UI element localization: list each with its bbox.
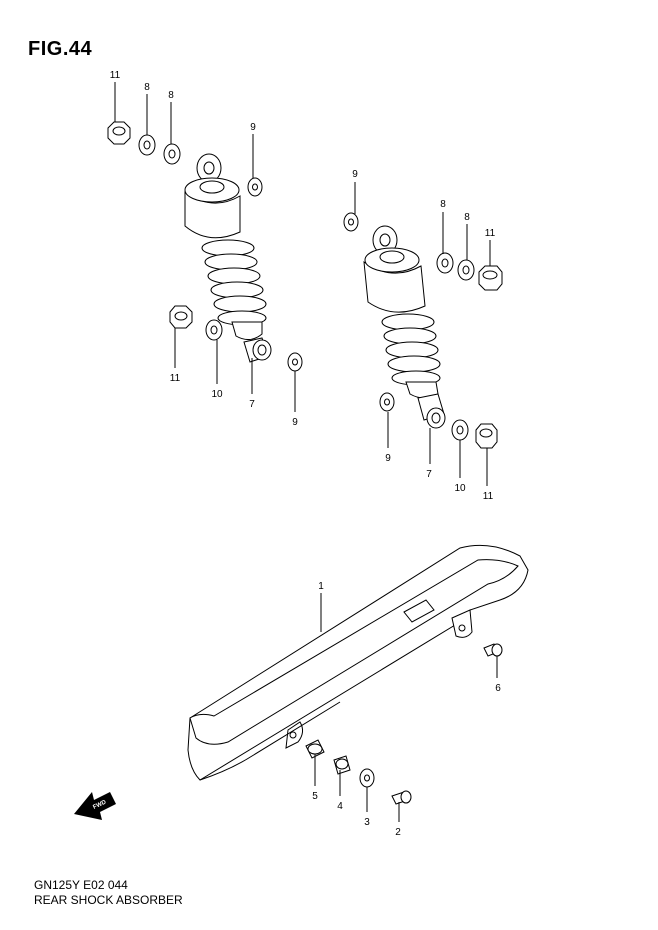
callout-7: 7 — [426, 469, 432, 480]
right-shock-absorber — [363, 225, 446, 429]
callout-4: 4 — [337, 801, 343, 812]
figure-title: FIG.44 — [28, 38, 93, 60]
model-code: GN125Y E02 044 — [34, 878, 128, 892]
callout-9: 9 — [385, 453, 391, 464]
callout-8: 8 — [440, 199, 446, 210]
callout-labels: 11 8 8 9 11 10 7 9 9 8 8 11 9 7 10 11 1 … — [110, 70, 501, 838]
chain-case-leader-lines — [314, 593, 498, 822]
callout-6: 6 — [495, 683, 501, 694]
figure-caption: REAR SHOCK ABSORBER — [34, 893, 183, 907]
callout-8: 8 — [144, 82, 150, 93]
callout-10: 10 — [211, 389, 223, 400]
callout-11: 11 — [170, 373, 181, 384]
left-hardware — [107, 121, 303, 372]
left-leader-lines — [114, 82, 296, 412]
forward-direction-arrow: FWD — [74, 792, 116, 820]
callout-11: 11 — [483, 491, 494, 502]
left-shock-spring — [201, 239, 267, 326]
callout-3: 3 — [364, 817, 370, 828]
callout-9: 9 — [250, 122, 256, 133]
callout-1: 1 — [318, 581, 324, 592]
chain-case — [187, 544, 529, 781]
right-shock-spring — [381, 313, 441, 386]
right-leader-lines — [354, 182, 491, 486]
left-shock-absorber — [184, 153, 272, 363]
callout-8: 8 — [464, 212, 470, 223]
callout-9: 9 — [352, 169, 358, 180]
callout-11: 11 — [110, 70, 121, 81]
callout-8: 8 — [168, 90, 174, 101]
callout-10: 10 — [454, 483, 466, 494]
callout-7: 7 — [249, 399, 255, 410]
callout-9: 9 — [292, 417, 298, 428]
callout-5: 5 — [312, 791, 318, 802]
callout-11: 11 — [485, 228, 496, 239]
fwd-label: FWD — [92, 799, 108, 810]
callout-2: 2 — [395, 827, 401, 838]
